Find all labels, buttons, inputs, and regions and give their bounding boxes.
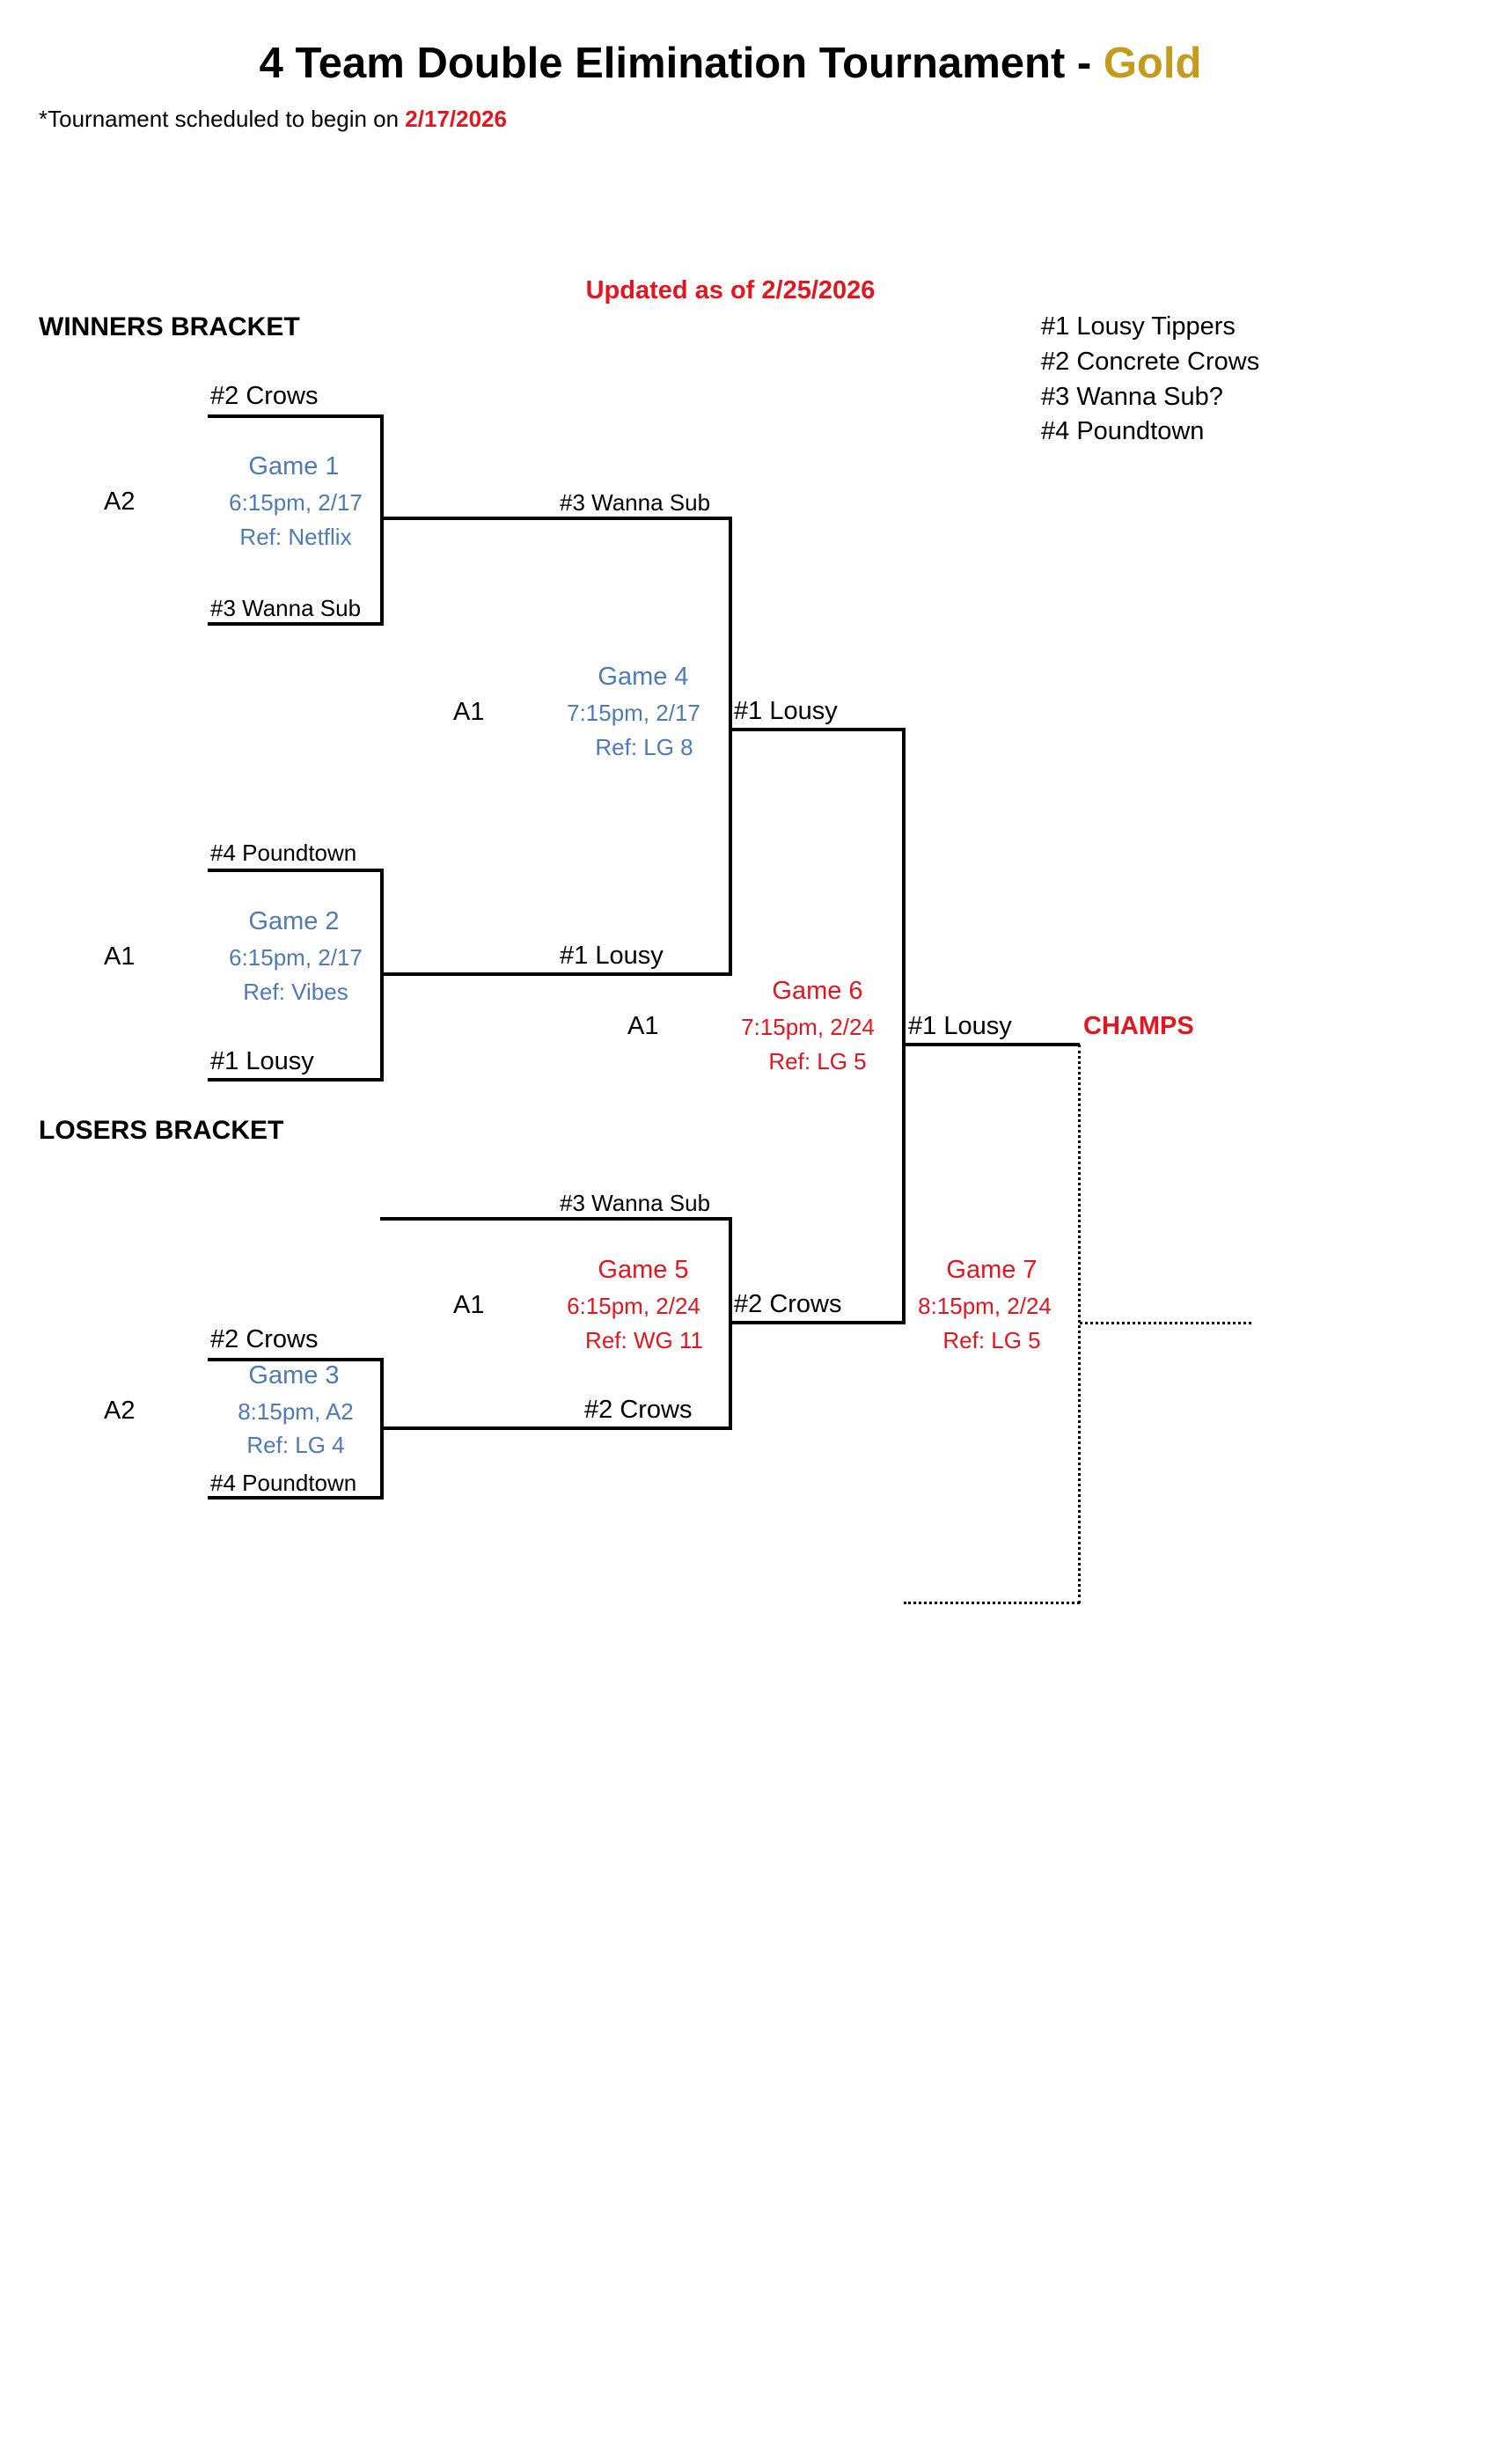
g7-winner-dotted-line bbox=[1080, 1322, 1251, 1324]
g1-winner: #3 Wanna Sub bbox=[560, 489, 711, 516]
g1-ref: Ref: Netflix bbox=[239, 524, 352, 550]
g4-winner: #1 Lousy bbox=[734, 697, 838, 725]
g1-time: 6:15pm, 2/17 bbox=[229, 489, 363, 516]
g5-court: A1 bbox=[453, 1291, 485, 1319]
page-title: 4 Team Double Elimination Tournament - G… bbox=[0, 39, 1461, 88]
g3-winner-line bbox=[380, 1426, 732, 1430]
g3-top-team: #2 Crows bbox=[210, 1325, 319, 1353]
legend-item: #4 Poundtown bbox=[1041, 417, 1205, 445]
g2-top-team: #4 Poundtown bbox=[210, 840, 357, 866]
g3-bottom-line bbox=[208, 1496, 384, 1500]
g5-ref: Ref: WG 11 bbox=[585, 1327, 703, 1353]
g1-bottom-line bbox=[208, 622, 384, 626]
g5-time: 6:15pm, 2/24 bbox=[567, 1293, 700, 1319]
losers-bracket-heading: LOSERS BRACKET bbox=[39, 1116, 284, 1145]
updated-notice: Updated as of 2/25/2026 bbox=[585, 276, 876, 304]
g6-ref: Ref: LG 5 bbox=[768, 1048, 867, 1074]
g3-title: Game 3 bbox=[248, 1361, 340, 1390]
g5-top-line bbox=[380, 1217, 732, 1221]
g2-time: 6:15pm, 2/17 bbox=[229, 944, 363, 971]
winners-bracket-heading: WINNERS BRACKET bbox=[39, 312, 300, 341]
g6-title: Game 6 bbox=[772, 977, 863, 1005]
g7-time: 8:15pm, 2/24 bbox=[918, 1293, 1052, 1319]
g7-ref: Ref: LG 5 bbox=[942, 1327, 1041, 1353]
g2-winner: #1 Lousy bbox=[560, 942, 664, 970]
g5-winner: #2 Crows bbox=[734, 1290, 842, 1318]
g1-vertical-line bbox=[380, 414, 384, 626]
g7-vertical-dotted-line bbox=[1078, 1045, 1081, 1603]
g3-time: 8:15pm, A2 bbox=[238, 1398, 354, 1425]
g4-court: A1 bbox=[453, 698, 485, 726]
g2-top-line bbox=[208, 869, 384, 872]
g3-bottom-team: #4 Poundtown bbox=[210, 1470, 357, 1496]
g4-ref: Ref: LG 8 bbox=[595, 734, 693, 760]
g1-winner-line bbox=[380, 517, 732, 520]
legend-item: #1 Lousy Tippers bbox=[1041, 312, 1236, 341]
division-label: Gold bbox=[1103, 40, 1202, 87]
g6-winner-line bbox=[902, 1043, 1080, 1046]
g1-court: A2 bbox=[104, 488, 136, 516]
g7-title: Game 7 bbox=[946, 1256, 1038, 1284]
title-text: 4 Team Double Elimination Tournament - bbox=[259, 40, 1104, 87]
g5-title: Game 5 bbox=[598, 1256, 689, 1284]
g1-bottom-team: #3 Wanna Sub bbox=[210, 595, 362, 621]
start-date: 2/17/2026 bbox=[405, 106, 507, 132]
g2-bottom-line bbox=[208, 1078, 384, 1082]
g2-title: Game 2 bbox=[248, 907, 340, 935]
legend-item: #3 Wanna Sub? bbox=[1041, 383, 1223, 411]
g7-bottom-dotted-line bbox=[904, 1602, 1080, 1604]
g1-title: Game 1 bbox=[248, 452, 340, 480]
g2-winner-line bbox=[380, 972, 732, 976]
schedule-note-text: *Tournament scheduled to begin on bbox=[39, 106, 406, 132]
g2-ref: Ref: Vibes bbox=[243, 979, 348, 1005]
g3-winner: #2 Crows bbox=[584, 1396, 693, 1424]
g1-top-team: #2 Crows bbox=[210, 382, 319, 410]
g3-top-line bbox=[208, 1358, 384, 1361]
g1-top-line bbox=[208, 414, 384, 418]
legend-item: #2 Concrete Crows bbox=[1041, 348, 1260, 376]
g2-bottom-team: #1 Lousy bbox=[210, 1047, 314, 1075]
g4-vertical-line bbox=[729, 517, 732, 976]
g6-court: A1 bbox=[627, 1012, 659, 1040]
g3-court: A2 bbox=[104, 1397, 136, 1425]
g4-time: 7:15pm, 2/17 bbox=[567, 700, 700, 726]
schedule-note: *Tournament scheduled to begin on 2/17/2… bbox=[39, 106, 507, 133]
g3-ref: Ref: LG 4 bbox=[246, 1432, 345, 1458]
g6-winner: #1 Lousy bbox=[908, 1012, 1012, 1040]
g6-vertical-line bbox=[902, 728, 906, 1324]
g5-winner-line bbox=[729, 1321, 906, 1324]
g6-time: 7:15pm, 2/24 bbox=[741, 1014, 875, 1040]
champs-label: CHAMPS bbox=[1083, 1012, 1194, 1040]
g2-court: A1 bbox=[104, 942, 136, 971]
g4-winner-line bbox=[729, 728, 906, 731]
g4-title: Game 4 bbox=[598, 663, 689, 691]
g5-top-team: #3 Wanna Sub bbox=[560, 1190, 711, 1216]
